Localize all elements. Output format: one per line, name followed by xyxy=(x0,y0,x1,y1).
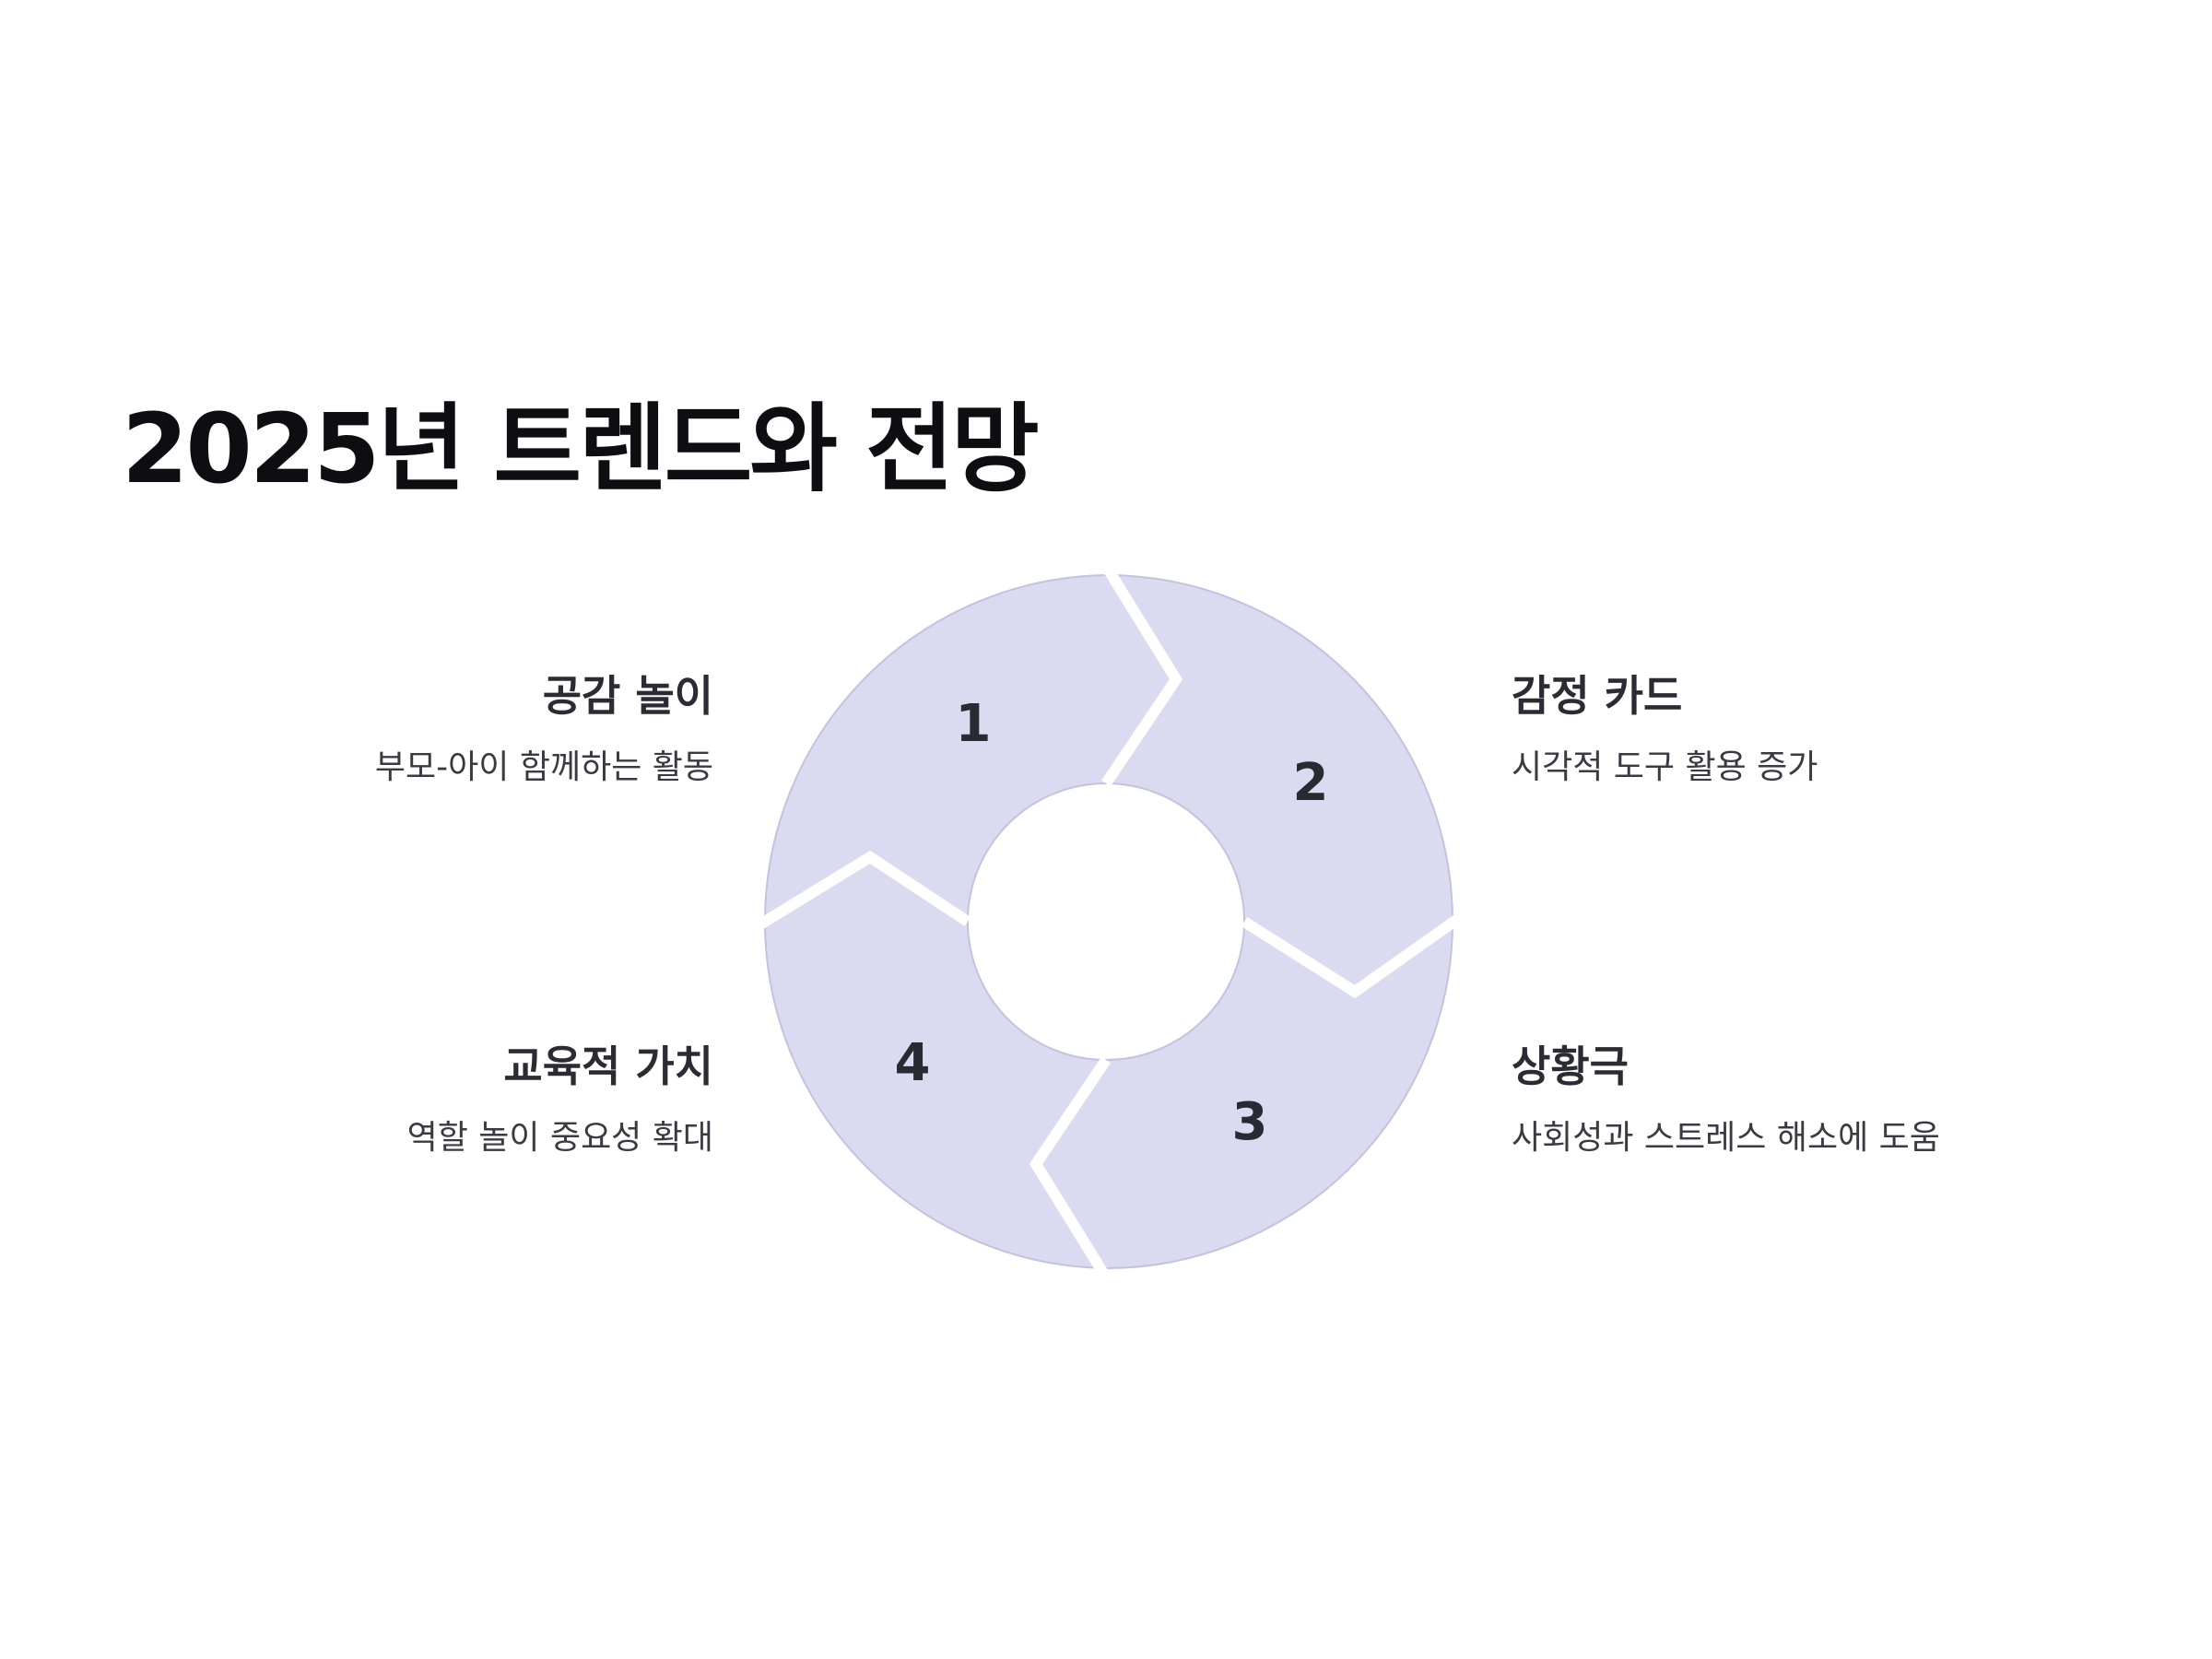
cycle-segment-1 xyxy=(763,573,1178,924)
cycle-item-3: 상황극 사회성과 스트레스 해소에 도움 xyxy=(1512,1041,2065,1158)
segment-number-1: 1 xyxy=(956,694,992,754)
item-title: 상황극 xyxy=(1512,1041,1629,1091)
item-title: 공감 놀이 xyxy=(542,671,713,721)
cycle-segment-2 xyxy=(1104,573,1454,994)
segment-number-2: 2 xyxy=(1293,753,1329,813)
item-description: 사회성과 스트레스 해소에 도움 xyxy=(1512,1119,1940,1158)
cycle-item-4: 교육적 가치 역할 놀이 중요성 확대 xyxy=(160,1041,713,1158)
item-title: 감정 카드 xyxy=(1512,671,1683,721)
segment-number-4: 4 xyxy=(895,1033,931,1093)
segment-number-3: 3 xyxy=(1232,1092,1268,1152)
item-title: 교육적 가치 xyxy=(503,1041,713,1091)
page-title: 2025년 트렌드와 전망 xyxy=(122,393,1040,505)
cycle-item-2: 감정 카드 시각적 도구 활용 증가 xyxy=(1512,671,2065,787)
cycle-segment-3 xyxy=(1034,920,1454,1270)
item-description: 역할 놀이 중요성 확대 xyxy=(406,1119,713,1158)
cycle-segment-4 xyxy=(763,855,1108,1270)
item-description: 부모-아이 함께하는 활동 xyxy=(374,748,713,787)
item-description: 시각적 도구 활용 증가 xyxy=(1512,748,1818,787)
cycle-item-1: 공감 놀이 부모-아이 함께하는 활동 xyxy=(160,671,713,787)
